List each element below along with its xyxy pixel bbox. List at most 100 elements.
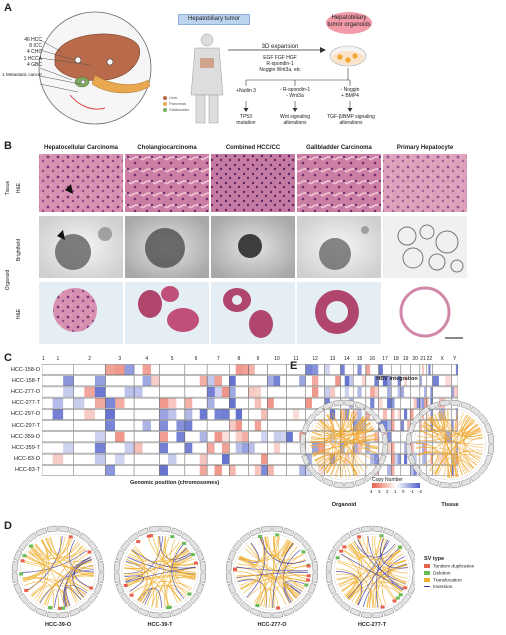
circos-link bbox=[343, 538, 364, 559]
circos-chromosome-segment bbox=[69, 607, 81, 617]
cnv-cell bbox=[451, 420, 454, 431]
circos-link bbox=[382, 539, 407, 564]
cnv-cell bbox=[142, 465, 152, 476]
circos-chromosome-segment bbox=[180, 601, 193, 612]
circos-sv-mark bbox=[187, 592, 192, 596]
cnv-cell bbox=[52, 454, 64, 465]
circos-sv-mark bbox=[87, 550, 92, 554]
cnv-cell bbox=[105, 398, 116, 409]
circos-inner-track bbox=[233, 533, 311, 611]
cnv-cell bbox=[292, 431, 300, 442]
cnv-cell bbox=[410, 375, 414, 386]
cnv-cell bbox=[428, 431, 431, 442]
cnv-cell bbox=[105, 454, 116, 465]
circos-chromosome-segment bbox=[46, 525, 58, 533]
circos-link bbox=[431, 415, 481, 435]
cnv-cell bbox=[254, 420, 262, 431]
cnv-cell bbox=[42, 431, 53, 442]
treatment-3-line-2: + BMP4 bbox=[341, 93, 359, 99]
cnv-cell bbox=[254, 442, 262, 454]
cnv-legend-tick: 0 bbox=[402, 489, 405, 494]
cnv-cell bbox=[176, 454, 186, 465]
cnv-cell bbox=[451, 409, 454, 420]
cnv-cell bbox=[335, 409, 341, 420]
circos-chromosome-segment bbox=[113, 560, 121, 572]
cnv-cell bbox=[214, 386, 223, 398]
cnv-cell bbox=[311, 375, 319, 386]
circos-link bbox=[310, 414, 333, 439]
cnv-cell bbox=[318, 364, 325, 375]
cnv-cell bbox=[242, 465, 249, 476]
cnv-cell bbox=[261, 364, 268, 375]
cnv-cell bbox=[400, 398, 405, 409]
circos-chromosome-segment bbox=[301, 422, 311, 434]
circos-chromosome-segment bbox=[283, 527, 295, 537]
circos-chromosome-segment bbox=[58, 525, 70, 533]
circos-link bbox=[21, 550, 88, 573]
legend-liver: Liver bbox=[169, 95, 178, 100]
cnv-cell bbox=[370, 364, 375, 375]
cnv-cell bbox=[176, 420, 186, 431]
circos-link bbox=[309, 411, 354, 446]
cnv-cell bbox=[134, 398, 143, 409]
cnv-cell bbox=[407, 398, 411, 409]
cnv-cell bbox=[167, 386, 177, 398]
circos-chromosome-segment bbox=[199, 560, 207, 572]
cnv-cell bbox=[424, 398, 427, 409]
circos-chromosome-segment bbox=[227, 583, 237, 595]
cnv-cell bbox=[286, 375, 294, 386]
cnv-cell bbox=[305, 375, 313, 386]
cnv-cell bbox=[261, 398, 268, 409]
cnv-cell bbox=[424, 431, 427, 442]
cnv-cell bbox=[84, 420, 96, 431]
circos-chromosome-segment bbox=[327, 583, 337, 595]
circos-link bbox=[326, 459, 342, 478]
cnv-cell bbox=[329, 364, 336, 375]
cnv-cell-border bbox=[451, 409, 458, 420]
cnv-cell bbox=[324, 454, 331, 465]
circos-chromosome-segment bbox=[195, 583, 205, 595]
cnv-cell bbox=[73, 420, 85, 431]
cnv-legend-tick: -2 bbox=[418, 489, 423, 494]
cnv-cell bbox=[235, 454, 243, 465]
cnv-cell bbox=[207, 442, 215, 454]
circos-chromosome-segment bbox=[412, 463, 423, 475]
circos-sv-mark bbox=[233, 568, 237, 572]
cnv-cell bbox=[422, 398, 425, 409]
row-label-brightfield: Brightfield bbox=[16, 238, 22, 262]
sv-legend-item: Translocation bbox=[424, 578, 462, 583]
cnv-cell bbox=[94, 409, 106, 420]
cnv-cell bbox=[84, 386, 96, 398]
col-chc: Combined HCC/CC bbox=[225, 145, 281, 151]
cnv-cell bbox=[357, 454, 362, 465]
cnv-cell bbox=[357, 465, 362, 476]
cnv-cell bbox=[329, 409, 336, 420]
circos-sv-mark bbox=[149, 534, 153, 538]
cnv-cell bbox=[248, 431, 255, 442]
cnv-cell bbox=[430, 409, 433, 420]
circos-chromosome-segment bbox=[419, 471, 431, 482]
circos-link bbox=[340, 410, 355, 477]
circos-chromosome-segment bbox=[25, 532, 38, 543]
cnv-cell bbox=[105, 431, 116, 442]
cnv-cell bbox=[387, 442, 392, 454]
circos-sv-mark bbox=[136, 540, 141, 544]
chr-label-2: 2 bbox=[88, 356, 92, 362]
cnv-cell bbox=[94, 398, 106, 409]
cnv-cell bbox=[416, 364, 421, 375]
circos-link bbox=[125, 536, 164, 582]
cnv-cell bbox=[115, 375, 125, 386]
cnv-cell bbox=[391, 398, 395, 409]
cnv-cell bbox=[324, 364, 331, 375]
cnv-cell bbox=[42, 375, 53, 386]
circos-link bbox=[238, 558, 287, 606]
cnv-cell bbox=[115, 398, 125, 409]
cnv-cell bbox=[404, 454, 408, 465]
circos-chromosome-segment bbox=[363, 406, 375, 417]
cnv-cell bbox=[94, 442, 106, 454]
cnv-cell bbox=[382, 386, 388, 398]
cnv-cell bbox=[192, 398, 200, 409]
cnv-cell bbox=[159, 442, 169, 454]
circos-chromosome-segment bbox=[239, 601, 252, 612]
